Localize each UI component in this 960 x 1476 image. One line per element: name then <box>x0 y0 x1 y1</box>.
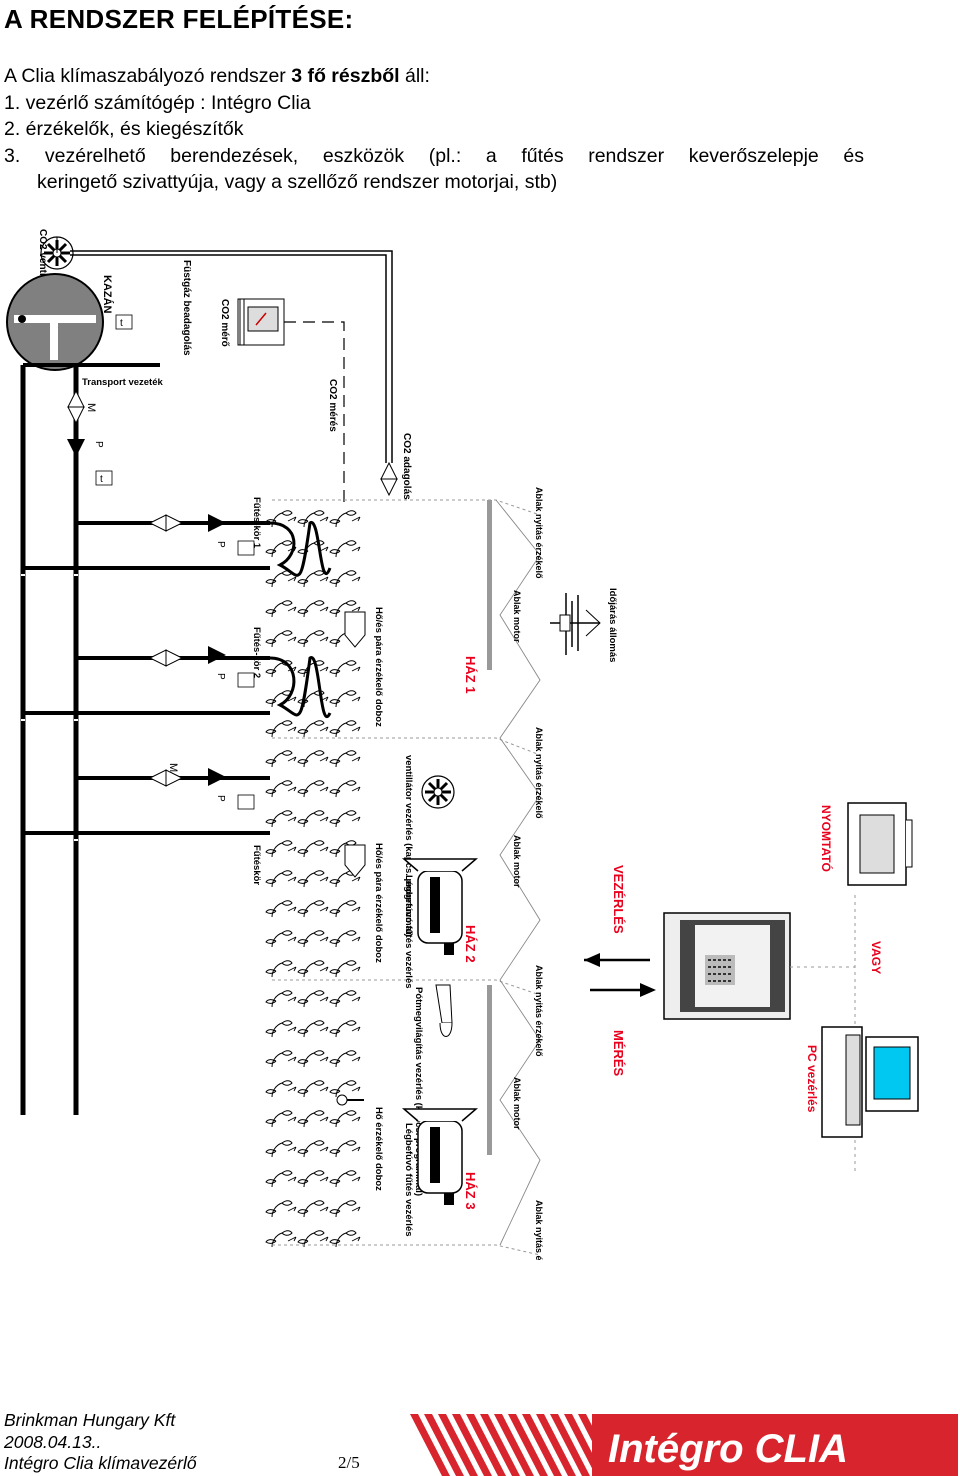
co2-meter-icon <box>237 298 285 346</box>
svg-text:P: P <box>215 673 226 680</box>
svg-text:t: t <box>100 474 103 485</box>
heating-circuit-3: M P Fűtéskör <box>23 763 270 885</box>
logo-text: Intégro CLIA <box>608 1427 848 1471</box>
window-sensor-3-label: Ablak nyitás érzékelő <box>534 965 544 1057</box>
svg-text:M: M <box>85 403 97 412</box>
co2-meter-label: CO2 mérő <box>219 299 230 347</box>
integro-clia-logo: Intégro CLIA <box>410 1414 958 1476</box>
window-motor-2-label: Ablak motor <box>512 835 522 888</box>
svg-text:t: t <box>120 318 123 329</box>
printer-label: NYOMTATÓ <box>819 805 834 872</box>
flue-gas-label: Füstgáz beadagolás <box>181 260 192 356</box>
co2-dosing-label: CO2 adagolás <box>401 433 412 500</box>
printer-icon <box>847 802 913 886</box>
circuit-2-label: Fűtés-kör 2 <box>251 627 262 678</box>
svg-text:M: M <box>167 763 179 772</box>
page-number: 2/5 <box>338 1453 360 1472</box>
system-diagram: CO2 ventillátor KAZÁN t Füstgáz beadagol… <box>6 229 919 1260</box>
window-motor-1-label: Ablak motor <box>512 590 522 643</box>
measurement-label: MÉRÉS <box>611 1030 626 1077</box>
weather-station-label: Időjárás állomás <box>607 588 618 662</box>
sensor-box-2-label: Hő/és pára érzékelő doboz <box>373 843 384 963</box>
heating-circuit-2: P Fűtés-kör 2 <box>23 627 332 718</box>
house-1-label: HÁZ 1 <box>463 656 478 694</box>
intro-text: A Clia klímaszabályozó rendszer 3 fő rés… <box>4 63 864 196</box>
co2-measure-label: CO2 mérés <box>327 379 338 432</box>
footer-company: Brinkman Hungary Kft <box>4 1410 176 1430</box>
house-3-label: HÁZ 3 <box>463 1172 478 1210</box>
window-sensor-1-label: Ablak nyitás érzékelő <box>534 487 544 579</box>
air-heater-1-label: Légbefúvó fűtés vezérlés <box>403 875 414 989</box>
pc-label: PC vezérlés <box>805 1045 819 1113</box>
co2-fan-label: CO2 ventillátor <box>37 229 48 300</box>
svg-text:P: P <box>93 441 104 448</box>
house-2-label: HÁZ 2 <box>463 925 478 963</box>
circuit-3-label: Fűtéskör <box>251 845 262 885</box>
circuit-1-label: Fűtés-kör 1 <box>251 497 262 549</box>
footer: Brinkman Hungary Kft 2008.04.13.. Intégr… <box>4 1410 197 1475</box>
boiler-label: KAZÁN <box>101 275 114 314</box>
intro-item-3-cont: keringető szivattyúja, vagy a szellőző r… <box>37 171 558 193</box>
weather-station-icon <box>550 593 601 655</box>
computer-icon <box>821 1026 919 1138</box>
window-sensor-2-label: Ablak nyitás érzékelő <box>534 727 544 819</box>
fan-icon <box>420 774 456 810</box>
sensor-box-1-label: Hő/és pára érzékelő doboz <box>373 607 384 727</box>
intro-item-3: 3. vezérelhető berendezések, eszközök (p… <box>4 144 864 167</box>
fan-control-label: ventillátor vezérlés (kapcs. programmal) <box>403 755 414 937</box>
intro-item-2: 2. érzékelők, és kiegészítők <box>4 118 244 140</box>
controller-icon <box>663 912 791 1020</box>
lighting-label: Pótmegvilágítás vezérlés (kapcs. program… <box>413 987 424 1196</box>
or-label: VAGY <box>869 941 883 974</box>
air-heater-2-label: Légbefúvó fűtés vezérlés <box>403 1123 414 1237</box>
window-motor-3-label: Ablak motor <box>512 1077 522 1130</box>
intro-line1: A Clia klímaszabályozó rendszer 3 fő rés… <box>4 65 430 87</box>
page-title: A RENDSZER FELÉPÍTÉSE: <box>4 4 354 34</box>
intro-item-1: 1. vezérlő számítógép : Intégro Clia <box>4 91 311 114</box>
window-sensor-4-label: Ablak nyitás érzékelő <box>534 1200 544 1260</box>
control-label: VEZÉRLÉS <box>611 865 626 934</box>
svg-text:P: P <box>215 541 226 548</box>
footer-product: Intégro Clia klímavezérlő <box>4 1453 197 1473</box>
transport-pipe-label: Transport vezeték <box>82 377 163 388</box>
lamp-icon <box>435 984 453 1037</box>
temp-sensor-label: Hő érzékelő doboz <box>373 1107 384 1191</box>
heating-circuit-1: P Fűtés-kör 1 <box>23 497 332 577</box>
svg-text:P: P <box>215 795 226 802</box>
footer-date: 2008.04.13.. <box>4 1431 102 1452</box>
